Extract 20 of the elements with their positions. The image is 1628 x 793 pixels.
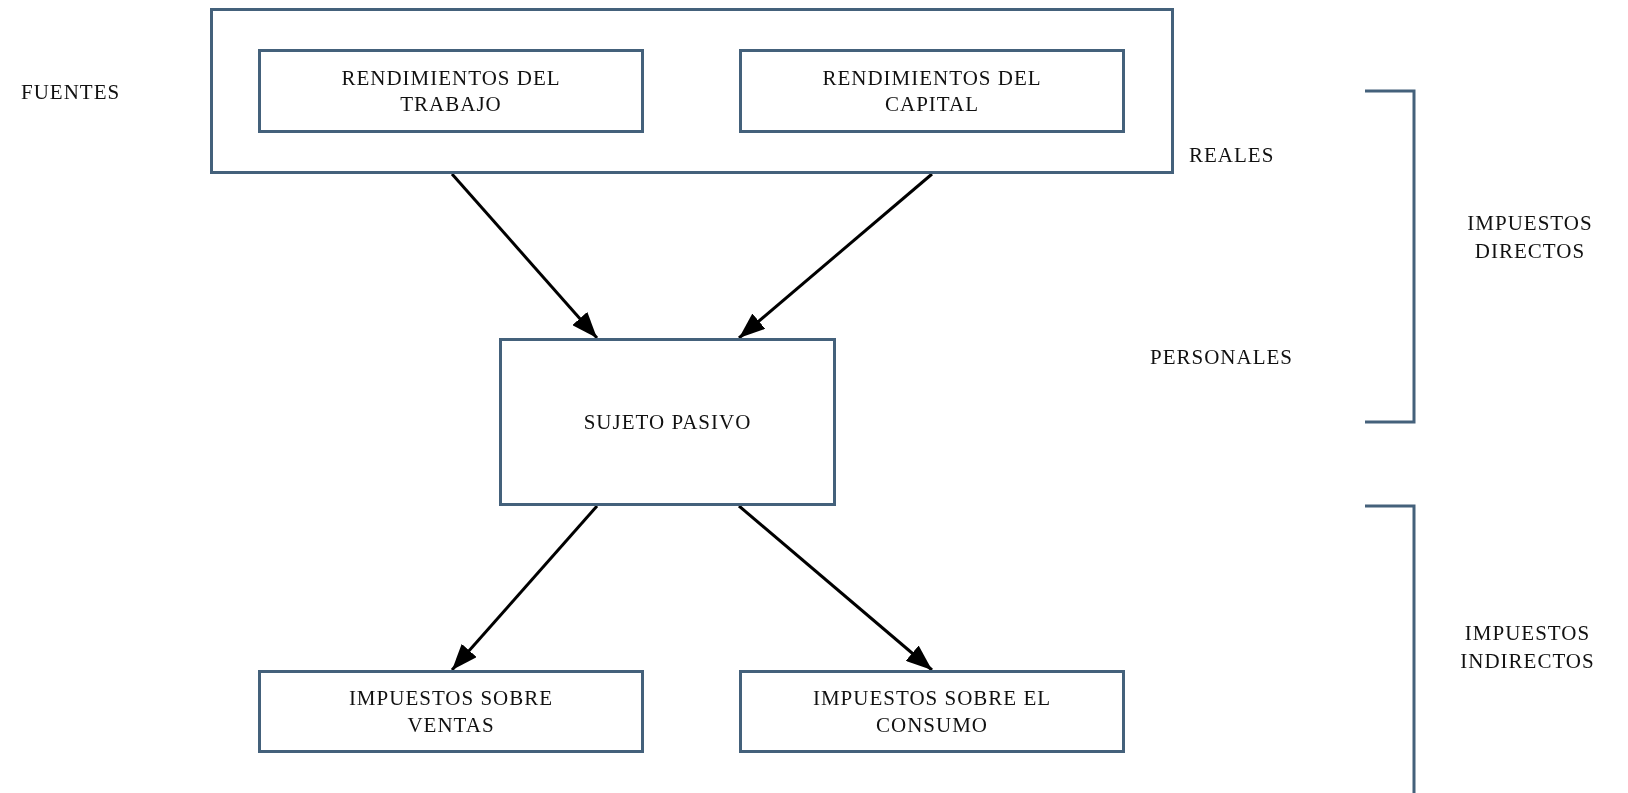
- side-label: IMPUESTOS INDIRECTOS: [1459, 620, 1596, 676]
- process-box: [499, 338, 836, 506]
- side-label: REALES: [1189, 142, 1275, 169]
- side-label: IMPUESTOS DIRECTOS: [1466, 210, 1594, 266]
- process-box: [739, 49, 1125, 133]
- node-label: SUJETO PASIVO: [583, 408, 752, 436]
- group-box: [210, 8, 1174, 174]
- node-label: RENDIMIENTOS DEL CAPITAL: [821, 64, 1043, 118]
- arrow: [738, 172, 933, 340]
- node-label: RENDIMIENTOS DEL TRABAJO: [340, 64, 562, 118]
- process-box: [739, 670, 1125, 753]
- node-label: IMPUESTOS SOBRE EL CONSUMO: [811, 685, 1053, 738]
- process-box: [258, 670, 644, 753]
- side-label: FUENTES: [21, 79, 121, 106]
- side-label: PERSONALES: [1150, 344, 1294, 371]
- arrow: [450, 505, 599, 671]
- arrow: [738, 504, 933, 672]
- process-box: [258, 49, 644, 133]
- arrow: [450, 173, 599, 339]
- node-label: IMPUESTOS SOBRE VENTAS: [347, 685, 555, 738]
